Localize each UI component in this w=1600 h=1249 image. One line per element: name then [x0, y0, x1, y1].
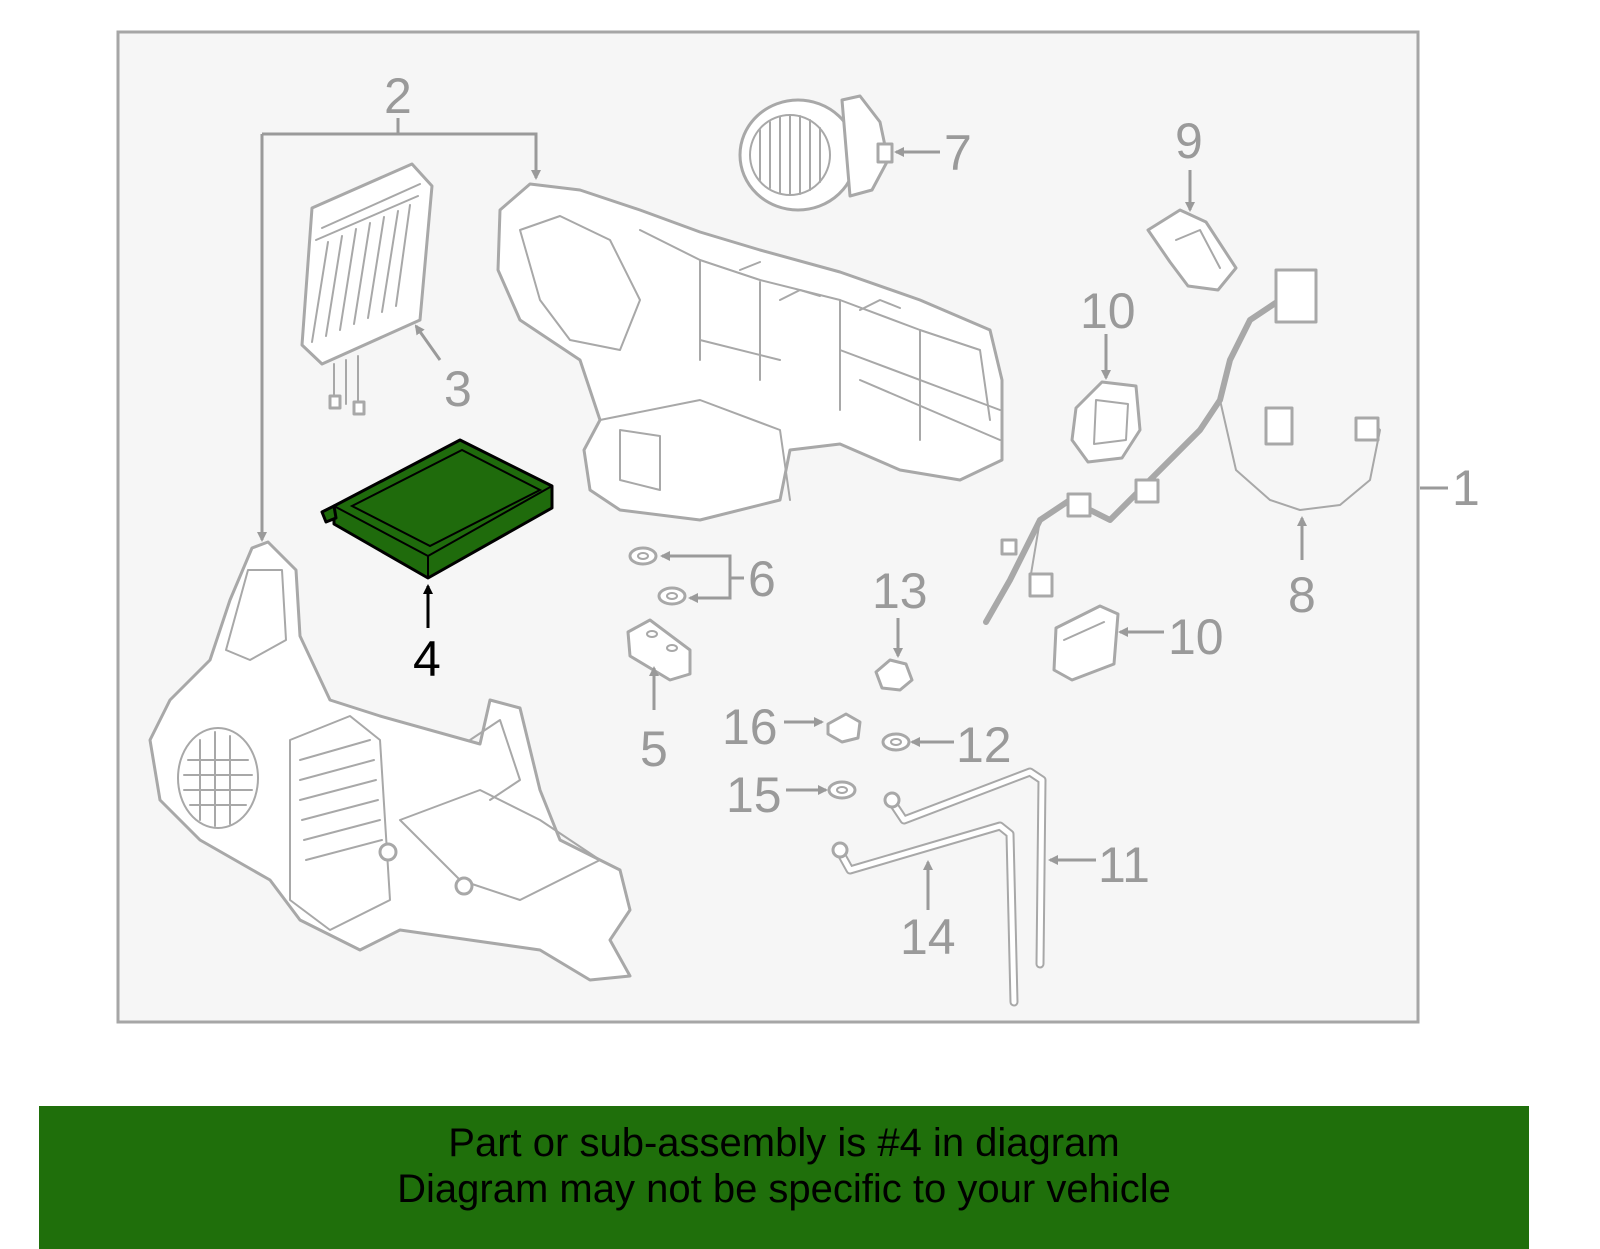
hvac-upper-case-part	[496, 182, 1004, 522]
callout-5: 5	[640, 721, 668, 777]
callout-13: 13	[872, 563, 928, 619]
seal-12-part	[881, 732, 911, 752]
module-10-upper-part	[1070, 380, 1142, 464]
banner-line-2: Diagram may not be specific to your vehi…	[397, 1167, 1171, 1211]
callout-1: 1	[1452, 460, 1480, 516]
info-banner: Part or sub-assembly is #4 in diagram Di…	[39, 1106, 1529, 1249]
callout-11: 11	[1098, 837, 1150, 893]
leader-3	[414, 324, 442, 361]
highlighted-part-4	[320, 438, 554, 580]
clip-16-part	[826, 712, 862, 744]
banner-line-1: Part or sub-assembly is #4 in diagram	[448, 1121, 1120, 1165]
pipe-14-part	[831, 821, 1019, 1007]
heater-core-part	[300, 162, 434, 416]
wiring-harness-part	[983, 268, 1381, 625]
actuator-9-part	[1146, 208, 1238, 292]
callout-4: 4	[413, 631, 441, 687]
callout-3: 3	[444, 361, 472, 417]
callout-12: 12	[956, 717, 1012, 773]
seals-6-part	[628, 546, 687, 606]
leader-6	[660, 551, 744, 603]
module-10-lower-part	[1052, 604, 1120, 682]
pipe-11-part	[883, 767, 1047, 969]
callout-10a: 10	[1080, 283, 1136, 339]
callout-6: 6	[748, 551, 776, 607]
callout-10b: 10	[1168, 609, 1224, 665]
clip-13-part	[874, 658, 914, 692]
blower-motor-part	[738, 94, 894, 212]
leader-2	[257, 118, 541, 542]
callout-9: 9	[1175, 113, 1203, 169]
gasket-5-part	[626, 618, 692, 682]
callout-15: 15	[726, 767, 782, 823]
callout-8: 8	[1288, 567, 1316, 623]
callout-2: 2	[384, 68, 412, 124]
hvac-lower-case-part	[148, 540, 632, 982]
callout-16: 16	[722, 699, 778, 755]
callout-7: 7	[944, 125, 972, 181]
seal-15-part	[827, 780, 857, 800]
callout-14: 14	[900, 909, 956, 965]
